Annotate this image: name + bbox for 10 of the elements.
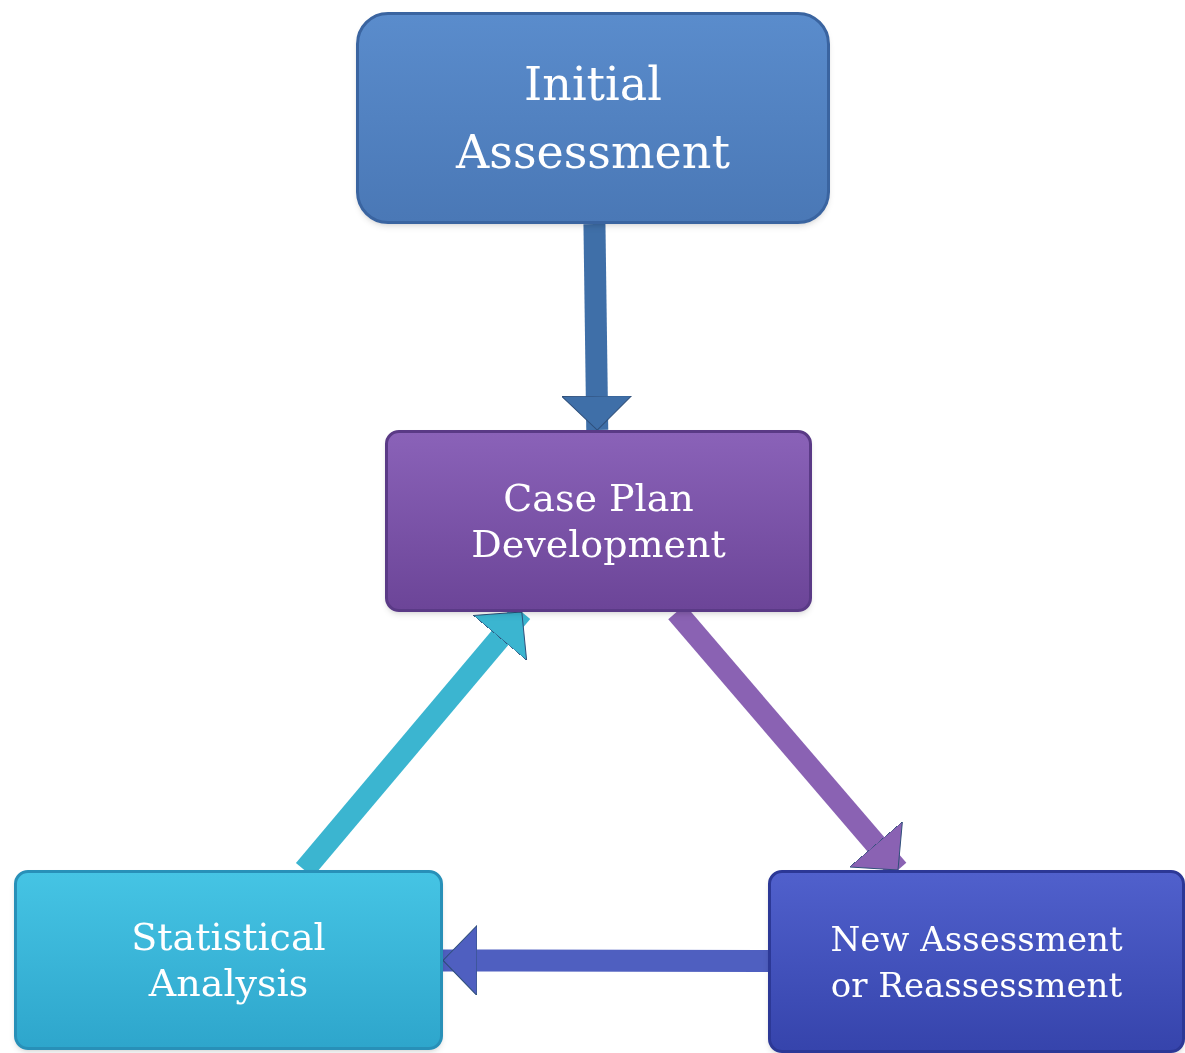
process-box (385, 430, 812, 612)
process-box (768, 870, 1185, 1053)
box-label: New Assessment or Reassessment (829, 917, 1124, 1007)
box-label: Case Plan Development (470, 475, 727, 567)
box-label: Statistical Analysis (130, 914, 327, 1006)
process-box (356, 12, 830, 224)
block-arrow (442, 925, 768, 996)
process-box (14, 870, 443, 1050)
box-label: Initial Assessment (454, 56, 731, 181)
block-arrow (561, 223, 633, 431)
